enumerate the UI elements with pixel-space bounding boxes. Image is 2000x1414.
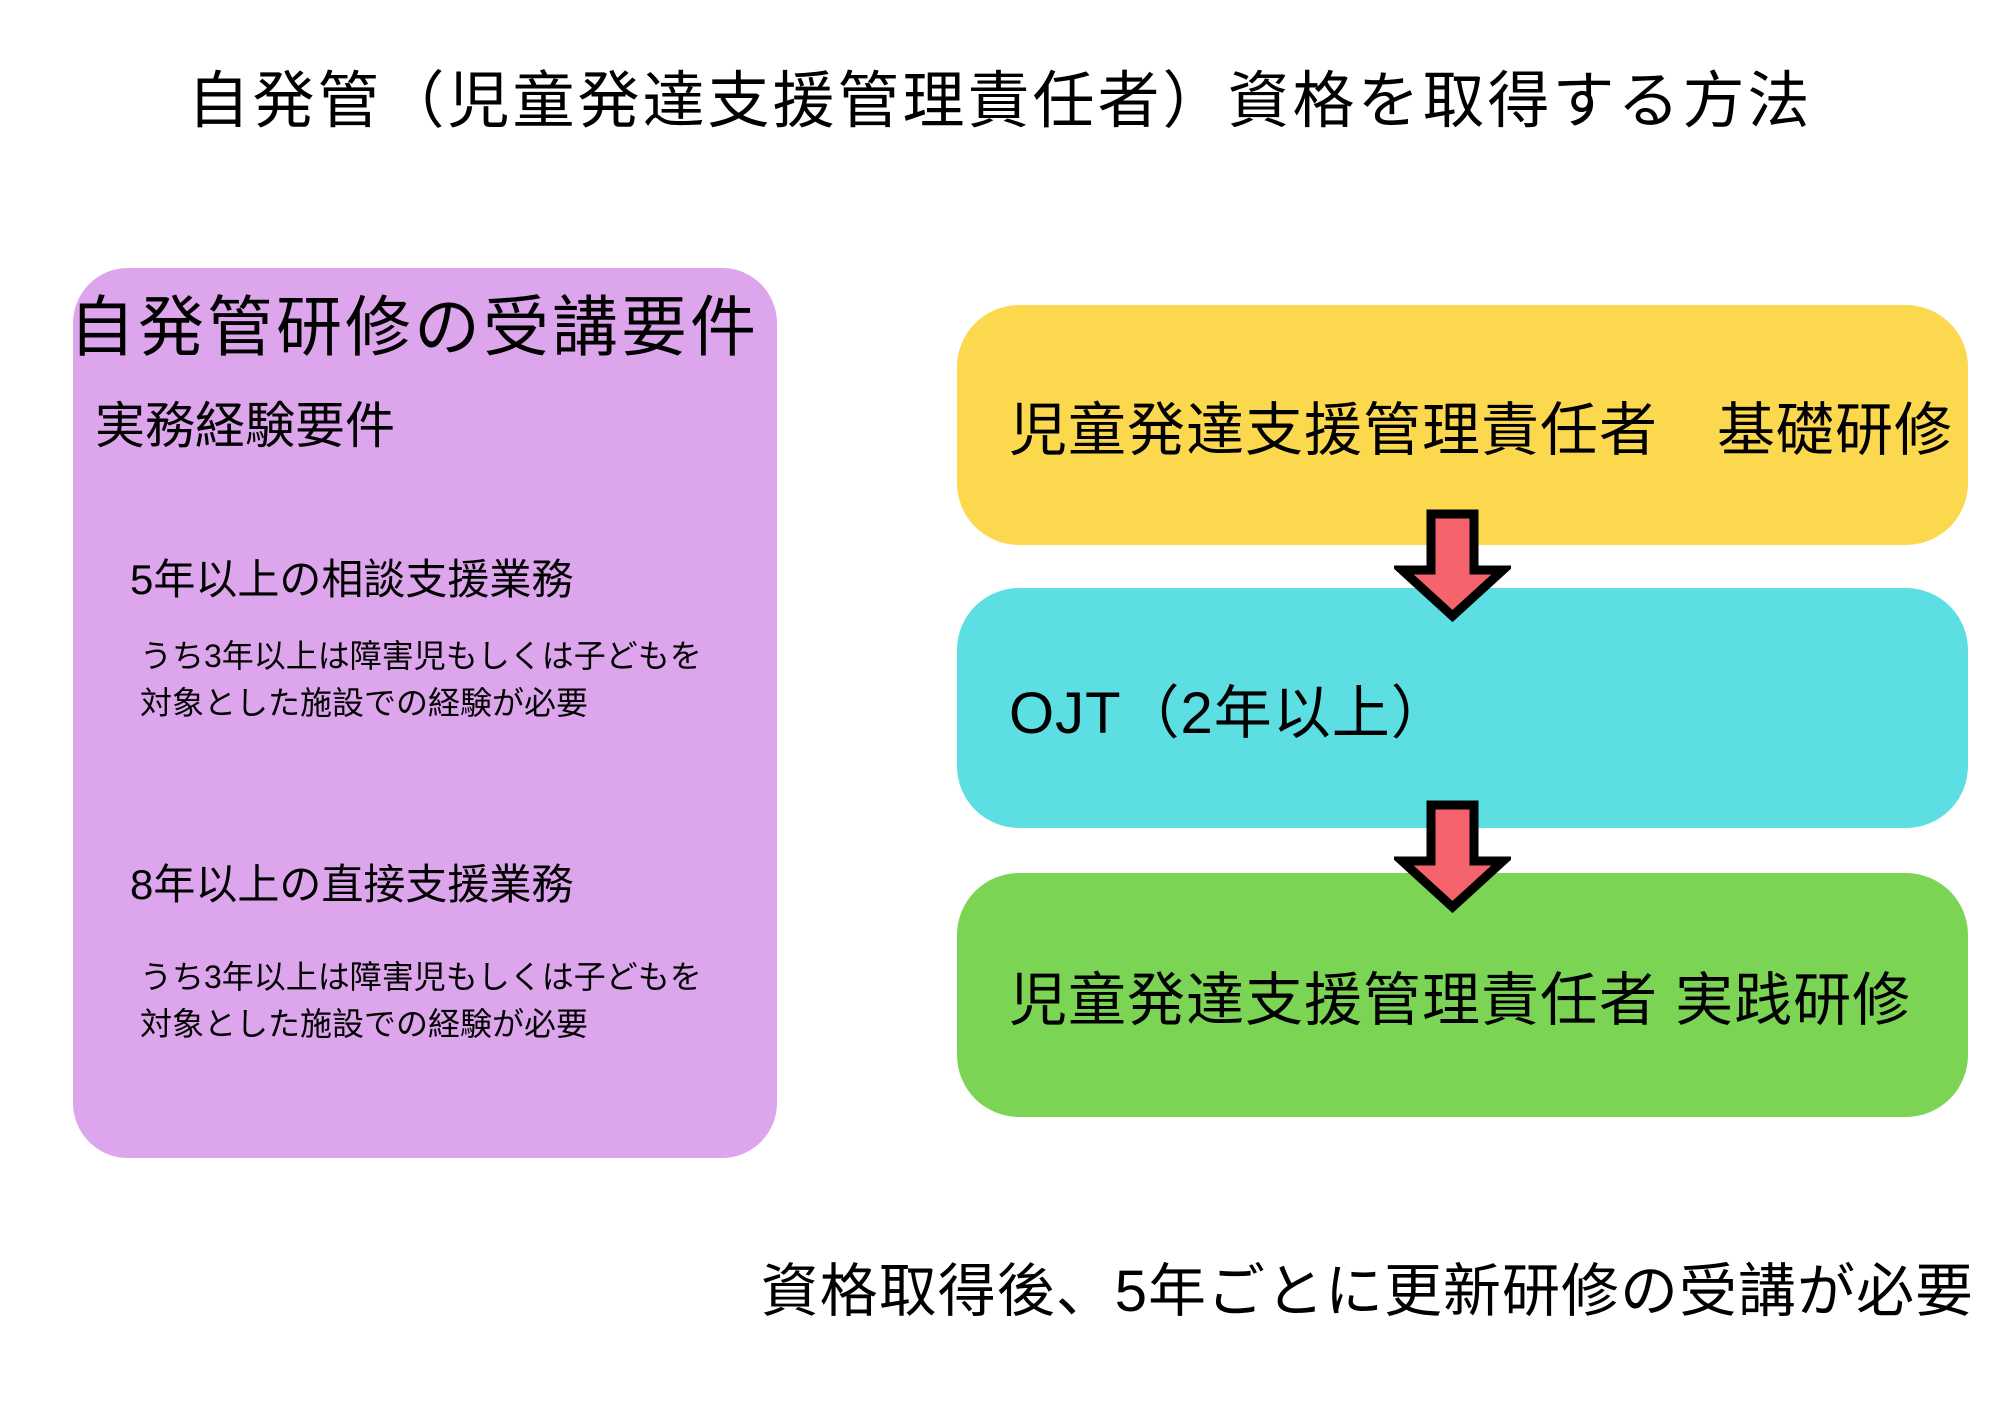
- page-title: 自発管（児童発達支援管理責任者）資格を取得する方法: [187, 67, 1813, 136]
- requirement-note: うち3年以上は障害児もしくは子どもを 対象とした施設での経験が必要: [140, 954, 702, 1048]
- requirement-note-line2: 対象とした施設での経験が必要: [140, 1006, 589, 1042]
- down-arrow-icon: [1394, 509, 1511, 623]
- experience-requirements-label: 実務経験要件: [95, 398, 395, 454]
- requirement-note-line1: うち3年以上は障害児もしくは子どもを: [140, 638, 702, 674]
- requirement-item-direct-support: 8年以上の直接支援業務 うち3年以上は障害児もしくは子どもを 対象とした施設での…: [130, 851, 702, 1048]
- down-arrow-icon: [1394, 800, 1511, 914]
- requirement-title: 8年以上の直接支援業務: [130, 861, 574, 908]
- flow-step-label: 児童発達支援管理責任者 実践研修: [1009, 968, 1912, 1033]
- flow-step-ojt: OJT（2年以上）: [957, 588, 1968, 828]
- requirements-panel-heading: 自発管研修の受講要件: [69, 290, 759, 364]
- requirement-note-line2: 対象とした施設での経験が必要: [140, 685, 589, 721]
- requirement-note-line1: うち3年以上は障害児もしくは子どもを: [140, 959, 702, 995]
- footer-note: 資格取得後、5年ごとに更新研修の受講が必要: [760, 1259, 1974, 1324]
- requirement-title: 5年以上の相談支援業務: [130, 556, 574, 603]
- flow-step-basic-training: 児童発達支援管理責任者 基礎研修: [957, 305, 1968, 545]
- requirement-note: うち3年以上は障害児もしくは子どもを 対象とした施設での経験が必要: [140, 633, 702, 727]
- down-arrow-shape: [1394, 800, 1511, 914]
- requirements-panel: 自発管研修の受講要件 実務経験要件 5年以上の相談支援業務 うち3年以上は障害児…: [69, 268, 777, 1158]
- down-arrow-shape: [1394, 509, 1511, 623]
- requirement-item-consultation: 5年以上の相談支援業務 うち3年以上は障害児もしくは子どもを 対象とした施設での…: [130, 546, 702, 727]
- flow-step-label: OJT（2年以上）: [1009, 681, 1450, 746]
- flow-step-practical-training: 児童発達支援管理責任者 実践研修: [957, 873, 1968, 1117]
- flow-step-label: 児童発達支援管理責任者 基礎研修: [1009, 398, 1954, 463]
